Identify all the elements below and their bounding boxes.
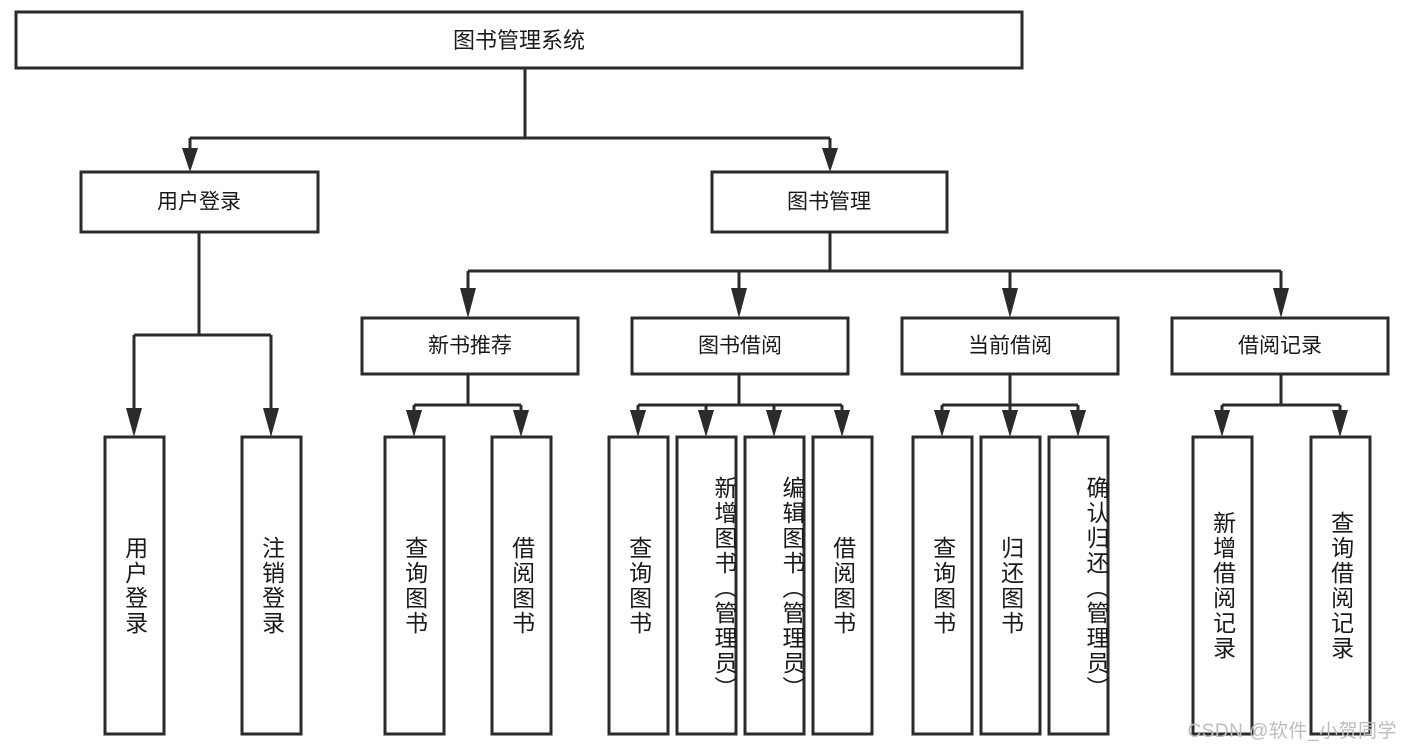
node-root-box[interactable] (14, 10, 1024, 70)
node-root[interactable]: 图书管理系统 (14, 10, 1024, 70)
node-book-management[interactable]: 图书管理 (710, 170, 949, 234)
arrowhead-leaf-7 (766, 410, 782, 437)
leaf-box-12[interactable] (1191, 435, 1254, 736)
leaf-box-3[interactable] (383, 435, 446, 736)
arrowhead-newbook (460, 288, 476, 318)
leaf-box-1[interactable] (103, 435, 166, 736)
leaf-boxes (103, 435, 1372, 736)
node-book-management-box[interactable] (710, 170, 949, 234)
arrowhead-leaf-1 (126, 408, 142, 437)
arrowhead-leaf-3 (406, 410, 422, 437)
connectors-userlogin-to-leaves (126, 232, 279, 437)
node-current-borrow-box[interactable] (900, 316, 1120, 376)
arrowhead-records (1273, 288, 1289, 318)
node-borrow-records[interactable]: 借阅记录 (1170, 316, 1390, 376)
connectors-records-to-leaves (1214, 374, 1348, 437)
node-user-login[interactable]: 用户登录 (79, 170, 320, 234)
leaf-box-2[interactable] (240, 435, 303, 736)
leaf-box-4[interactable] (490, 435, 553, 736)
arrowhead-borrow (731, 288, 747, 318)
node-book-borrow-box[interactable] (630, 316, 850, 376)
connectors-bookmgmt-to-level3 (460, 232, 1289, 318)
node-current-borrow-label: 当前借阅 (968, 335, 1052, 358)
node-new-book-recommend-box[interactable] (360, 316, 580, 376)
node-book-borrow[interactable]: 图书借阅 (630, 316, 850, 376)
arrowhead-leaf-10 (1002, 410, 1018, 437)
leaf-box-13[interactable] (1309, 435, 1372, 736)
connectors-newbook-to-leaves (406, 374, 529, 437)
node-new-book-recommend-label: 新书推荐 (428, 335, 512, 358)
leaf-box-6[interactable] (675, 435, 738, 736)
node-book-management-label: 图书管理 (787, 191, 871, 214)
arrowhead-book-mgmt (822, 148, 838, 172)
csdn-watermark: CSDN @软件_小贺同学 (1187, 721, 1397, 742)
node-user-login-label: 用户登录 (157, 191, 241, 214)
leaf-box-11[interactable] (1047, 435, 1110, 736)
connectors-borrow-to-leaves (630, 374, 850, 437)
leaf-box-10[interactable] (979, 435, 1042, 736)
arrowhead-leaf-9 (934, 410, 950, 437)
arrowhead-leaf-12 (1214, 410, 1230, 437)
node-book-borrow-label: 图书借阅 (698, 335, 782, 358)
arrowhead-leaf-8 (834, 410, 850, 437)
leaf-box-5[interactable] (607, 435, 670, 736)
node-borrow-records-label: 借阅记录 (1238, 335, 1322, 358)
node-user-login-box[interactable] (79, 170, 320, 234)
leaf-box-7[interactable] (743, 435, 806, 736)
arrowhead-leaf-4 (513, 410, 529, 437)
node-current-borrow[interactable]: 当前借阅 (900, 316, 1120, 376)
node-root-label: 图书管理系统 (453, 28, 585, 53)
connectors-root-to-level2 (182, 68, 838, 172)
arrowhead-user-login (182, 148, 198, 172)
arrowhead-leaf-5 (630, 410, 646, 437)
node-new-book-recommend[interactable]: 新书推荐 (360, 316, 580, 376)
arrowhead-leaf-2 (263, 408, 279, 437)
node-borrow-records-box[interactable] (1170, 316, 1390, 376)
connectors-current-to-leaves (934, 374, 1086, 437)
leaf-box-8[interactable] (811, 435, 874, 736)
arrowhead-current (1002, 288, 1018, 318)
leaf-box-9[interactable] (911, 435, 974, 736)
arrowhead-leaf-13 (1332, 410, 1348, 437)
arrowhead-leaf-11 (1070, 410, 1086, 437)
arrowhead-leaf-6 (698, 410, 714, 437)
